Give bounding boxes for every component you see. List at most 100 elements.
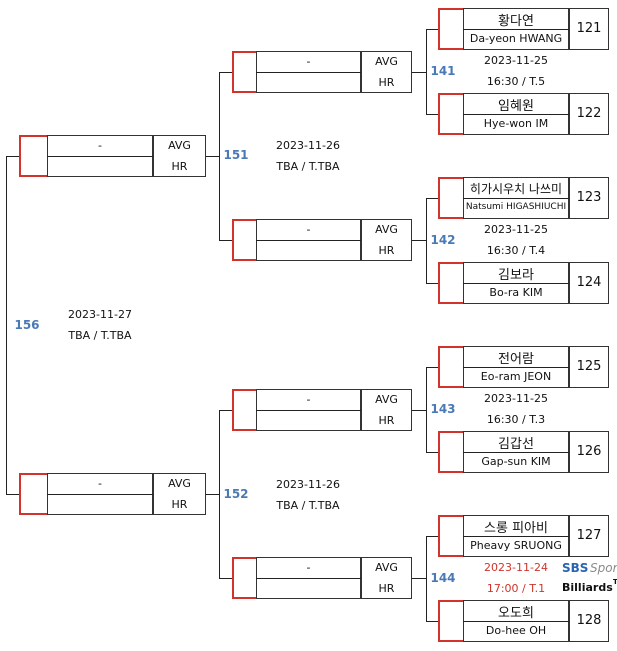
player-marker (438, 177, 463, 219)
slot-marker (19, 135, 47, 177)
connector (412, 410, 426, 411)
match-number-142: 142 (430, 233, 456, 247)
match-time-144: 17:00 / T.1 (486, 582, 546, 595)
connector (426, 283, 438, 284)
seed-box (569, 262, 609, 304)
connector (6, 156, 7, 494)
seed-number: 124 (576, 275, 602, 290)
slot-marker (232, 51, 256, 93)
player-name-en: Do-hee OH (485, 624, 547, 637)
avg-label: AVG (375, 223, 398, 236)
seed-box (569, 600, 609, 642)
seed-number: 126 (576, 444, 602, 459)
player-marker (438, 515, 463, 557)
divider (256, 240, 412, 241)
hr-label: HR (378, 76, 395, 89)
slot-name: - (306, 393, 311, 406)
divider (463, 198, 569, 199)
connector (219, 72, 220, 240)
hr-label: HR (378, 582, 395, 595)
player-name-kr: 김갑선 (498, 437, 534, 452)
tv-logo-text: TV (613, 578, 617, 586)
slot-marker (19, 473, 47, 515)
match-number-151: 151 (223, 148, 249, 162)
divider (47, 156, 206, 157)
divider (463, 536, 569, 537)
connector (412, 240, 426, 241)
match-time-151: TBA / T.TBA (276, 160, 340, 173)
sbs-logo-text: SBS (562, 561, 589, 575)
match-number-141: 141 (430, 64, 456, 78)
player-name-en: Gap-sun KIM (481, 455, 551, 468)
player-name-kr: 히가시우치 나쓰미 (469, 182, 563, 196)
player-name-en: Hye-won IM (483, 117, 549, 130)
slot-stat-box (153, 473, 206, 515)
seed-number: 127 (576, 528, 602, 543)
avg-label: AVG (375, 393, 398, 406)
divider (463, 114, 569, 115)
avg-label: AVG (168, 139, 191, 152)
connector (219, 578, 232, 579)
connector (426, 621, 438, 622)
slot-marker (232, 219, 256, 261)
player-name-kr: 오도희 (498, 606, 534, 621)
seed-box (569, 93, 609, 135)
connector (426, 367, 427, 452)
player-name-en: Bo-ra KIM (489, 286, 543, 299)
seed-number: 128 (576, 613, 602, 628)
slot-stat-box (361, 389, 412, 431)
avg-label: AVG (168, 477, 191, 490)
divider (256, 578, 412, 579)
match-number-152: 152 (223, 487, 249, 501)
connector (6, 156, 19, 157)
player-marker (438, 8, 463, 50)
connector (426, 114, 438, 115)
connector (426, 367, 438, 368)
seed-number: 121 (576, 21, 602, 36)
match-number-143: 143 (430, 402, 456, 416)
match-time-141: 16:30 / T.5 (486, 75, 546, 88)
match-time-142: 16:30 / T.4 (486, 244, 546, 257)
match-date-141: 2023-11-25 (484, 54, 548, 67)
slot-stat-box (361, 219, 412, 261)
divider (256, 72, 412, 73)
player-name-en: Natsumi HIGASHIUCHI (465, 202, 567, 212)
player-name-en: Pheavy SRUONG (470, 539, 562, 552)
slot-stat-box (153, 135, 206, 177)
connector (219, 410, 232, 411)
player-name-en: Da-yeon HWANG (469, 32, 563, 45)
connector (426, 29, 427, 114)
connector (219, 72, 232, 73)
hr-label: HR (171, 160, 188, 173)
seed-box (569, 515, 609, 557)
match-number-144: 144 (430, 571, 456, 585)
slot-stat-box (361, 51, 412, 93)
slot-marker (232, 557, 256, 599)
seed-number: 123 (576, 190, 602, 205)
billiards-logo-text: Billiards (562, 581, 613, 594)
connector (206, 494, 219, 495)
divider (463, 452, 569, 453)
match-date-156: 2023-11-27 (68, 308, 132, 321)
match-time-156: TBA / T.TBA (68, 329, 132, 342)
match-number-156: 156 (14, 318, 40, 332)
slot-name: - (306, 561, 311, 574)
divider (47, 494, 206, 495)
match-date-152: 2023-11-26 (276, 478, 340, 491)
slot-name: - (306, 223, 311, 236)
match-date-144: 2023-11-24 (484, 561, 548, 574)
player-marker (438, 600, 463, 642)
player-marker (438, 431, 463, 473)
connector (426, 536, 427, 621)
player-name-kr: 스롱 피아비 (484, 521, 548, 536)
slot-marker (232, 389, 256, 431)
seed-box (569, 431, 609, 473)
divider (256, 410, 412, 411)
seed-box (569, 177, 609, 219)
sports-logo-text: Sports (590, 561, 617, 575)
hr-label: HR (378, 244, 395, 257)
slot-name: - (306, 55, 311, 68)
broadcaster-logo: SBS Sports Billiards TV (562, 560, 617, 600)
hr-label: HR (378, 414, 395, 427)
player-name-en: Eo-ram JEON (480, 370, 552, 383)
